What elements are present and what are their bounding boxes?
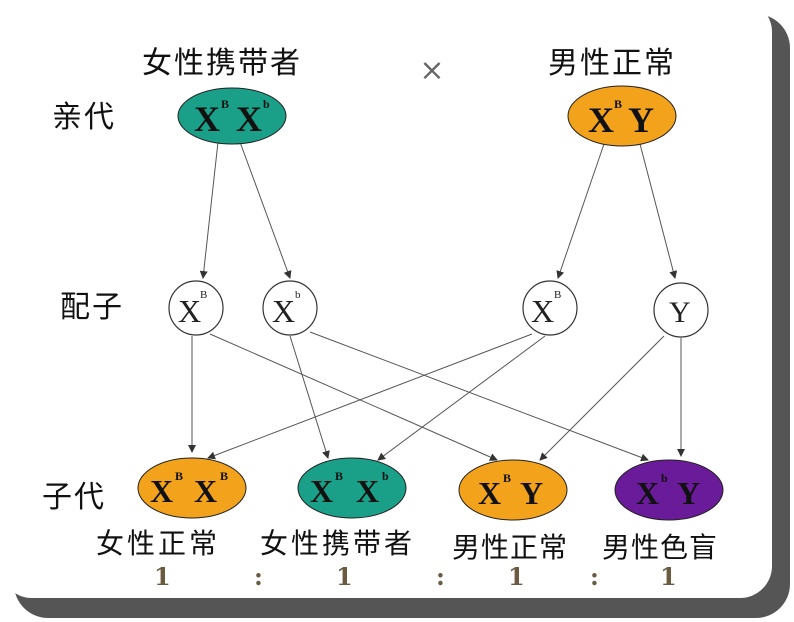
parent-to-gamete-arrows [199, 141, 678, 279]
offspring-row-label: 子代 [42, 480, 106, 515]
female-parent-label: 女性携带者 [142, 46, 302, 81]
offspring-node-3: X B Y [458, 459, 568, 521]
arrow-male-to-gamete-3 [556, 143, 605, 279]
male-parent-x: X [588, 100, 614, 140]
ratio-sep-1: : [254, 562, 263, 591]
offspring-node-2: X B X b [297, 457, 407, 519]
female-parent-sup1: B [221, 97, 229, 111]
arrow-g2-o2 [289, 335, 330, 459]
parent-row-label: 亲代 [52, 100, 116, 135]
arrow-g4-o3 [539, 335, 665, 461]
offspring-node-1: X B X B [137, 457, 247, 519]
arrow-g2-o4 [309, 331, 649, 462]
ratio-value-4: 1 [660, 562, 677, 591]
gamete-node-2: X b [262, 280, 318, 336]
ratio-sep-3: : [590, 562, 599, 591]
svg-text:B: B [175, 469, 183, 483]
svg-text:B: B [220, 469, 228, 483]
svg-text:X: X [194, 473, 217, 509]
cross-symbol: × [419, 53, 444, 88]
svg-text:Y: Y [520, 475, 543, 511]
gamete-row-label: 配子 [60, 290, 124, 325]
gamete-node-4: Y [653, 282, 709, 338]
female-parent-sup2: b [263, 97, 270, 111]
arrow-g3-o2 [377, 335, 546, 461]
offspring-label-2: 女性携带者 [260, 527, 416, 560]
ratio-value-2: 1 [336, 562, 353, 591]
offspring-node-4: X b Y [614, 459, 724, 521]
svg-text:B: B [503, 471, 511, 485]
gamete-node-1: X B [168, 280, 224, 336]
offspring-label-1: 女性正常 [96, 527, 221, 560]
female-parent-x1: X [194, 99, 220, 139]
svg-text:b: b [661, 471, 668, 485]
male-parent-y: Y [628, 100, 654, 140]
svg-text:X: X [478, 475, 501, 511]
svg-text:X: X [531, 293, 554, 329]
arrow-g1-o3 [209, 333, 498, 461]
svg-text:B: B [200, 289, 207, 301]
offspring-label-3: 男性正常 [452, 531, 569, 564]
svg-text:Y: Y [677, 475, 700, 511]
svg-text:X: X [178, 293, 201, 329]
arrow-female-to-gamete-2 [239, 141, 292, 279]
ratio-value-3: 1 [508, 562, 525, 591]
svg-text:b: b [295, 289, 301, 301]
arrow-female-to-gamete-1 [199, 141, 219, 279]
ratio-sep-2: : [436, 562, 445, 591]
svg-text:b: b [382, 469, 389, 483]
gamete-to-offspring-arrows [188, 331, 685, 462]
svg-text:Y: Y [669, 296, 691, 329]
svg-text:X: X [272, 293, 295, 329]
male-parent-sup: B [614, 97, 622, 111]
arrow-g3-o1 [207, 333, 533, 460]
svg-text:X: X [310, 473, 333, 509]
svg-text:B: B [335, 469, 343, 483]
female-parent-x2: X [236, 99, 262, 139]
svg-text:B: B [554, 289, 561, 301]
svg-text:X: X [150, 473, 173, 509]
female-parent-node: X B X b [177, 87, 287, 145]
offspring-label-4: 男性色盲 [602, 531, 719, 564]
gamete-node-3: X B [522, 280, 578, 336]
arrow-male-to-gamete-4 [639, 143, 678, 279]
svg-text:X: X [636, 475, 659, 511]
male-parent-label: 男性正常 [548, 46, 676, 81]
male-parent-node: X B Y [567, 85, 677, 147]
ratio-value-1: 1 [154, 562, 171, 591]
svg-text:X: X [356, 473, 379, 509]
